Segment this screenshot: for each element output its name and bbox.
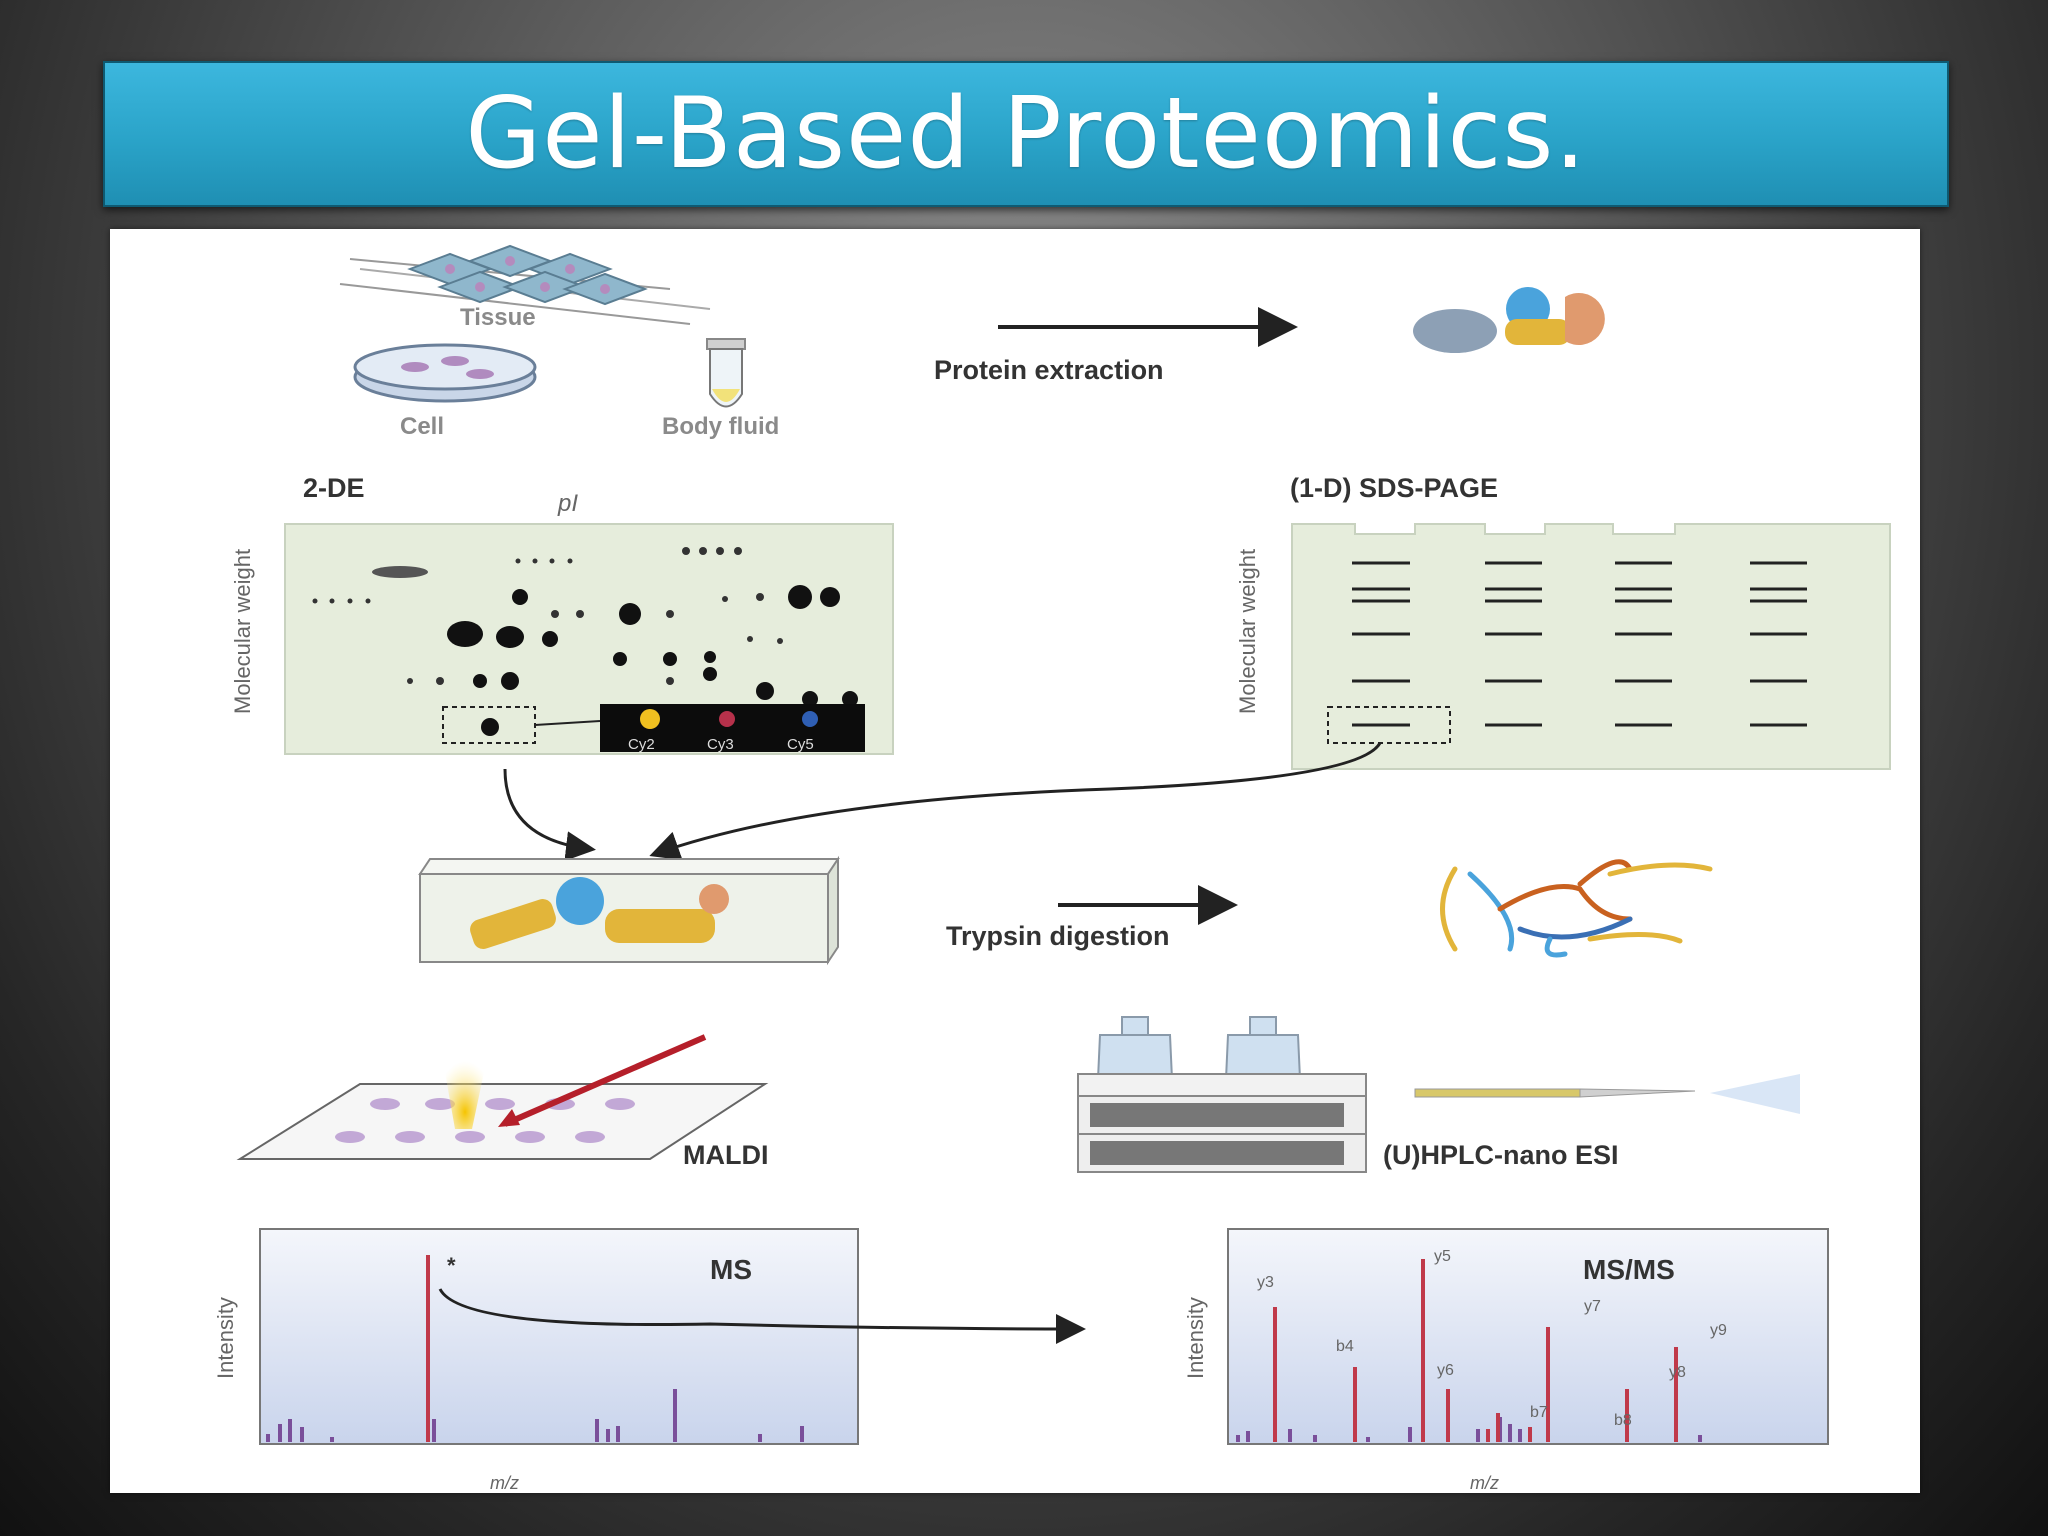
sds-page-title: (1-D) SDS-PAGE xyxy=(1290,473,1498,503)
dye-cy3: Cy3 xyxy=(707,736,734,753)
msms-peak-label-y5: y5 xyxy=(1434,1248,1451,1265)
msms-spectrum xyxy=(1227,1228,1829,1445)
hplc-esi-illustration xyxy=(1077,1016,1800,1173)
tissue-illustration xyxy=(339,244,711,325)
2de-x-label: pI xyxy=(557,490,578,517)
ms-title: MS xyxy=(710,1254,752,1285)
sds-page-gel xyxy=(1291,523,1891,770)
laser-icon xyxy=(503,1034,707,1127)
sds-page-y-label: Molecular weight xyxy=(1235,549,1260,714)
msms-peak-label-y7: y7 xyxy=(1584,1298,1601,1315)
2de-gel xyxy=(284,523,894,755)
2de-y-label: Molecular weight xyxy=(230,549,255,714)
gel-piece-with-proteins xyxy=(418,855,840,966)
slide-title: Gel-Based Proteomics. xyxy=(465,77,1587,191)
ms-y-label: Intensity xyxy=(213,1297,238,1379)
2de-to-gel-piece-arrow xyxy=(503,768,596,862)
cell-dish-illustration xyxy=(353,343,537,403)
msms-title: MS/MS xyxy=(1583,1254,1675,1285)
msms-peak-label-b8: b8 xyxy=(1614,1412,1632,1429)
peptide-fragments-icon xyxy=(1440,859,1713,958)
dye-cy2: Cy2 xyxy=(628,736,655,753)
title-banner: Gel-Based Proteomics. xyxy=(103,61,1949,207)
msms-peak-label-y8: y8 xyxy=(1669,1364,1686,1381)
protein-shapes-icon xyxy=(1413,287,1605,353)
sds-to-gel-piece-arrow xyxy=(649,742,1382,861)
dye-cy5: Cy5 xyxy=(787,736,814,753)
maldi-label: MALDI xyxy=(683,1140,768,1170)
msms-peak-label-y6: y6 xyxy=(1437,1362,1454,1379)
ms-spectrum xyxy=(259,1228,1086,1445)
msms-peak-label-b7: b7 xyxy=(1530,1404,1548,1421)
ms-to-msms-arrow xyxy=(438,1288,1086,1344)
msms-y-label: Intensity xyxy=(1183,1297,1208,1379)
workflow-diagram: Tissue Cell Body fluid Protein extractio… xyxy=(213,244,1891,1493)
ms-x-label: m/z xyxy=(490,1473,519,1493)
body-fluid-label: Body fluid xyxy=(662,413,779,440)
extraction-label: Protein extraction xyxy=(934,355,1164,385)
msms-peak-label-y3: y3 xyxy=(1257,1274,1274,1291)
body-fluid-tube-illustration xyxy=(706,338,746,408)
msms-peak-label-y9: y9 xyxy=(1710,1322,1727,1339)
2de-title: 2-DE xyxy=(303,473,365,503)
ms-peak-marker: * xyxy=(447,1253,456,1278)
esi-label: (U)HPLC-nano ESI xyxy=(1383,1140,1619,1170)
digestion-label: Trypsin digestion xyxy=(946,921,1170,951)
msms-x-label: m/z xyxy=(1470,1473,1499,1493)
msms-peak-label-b4: b4 xyxy=(1336,1338,1354,1355)
maldi-plate-illustration xyxy=(236,1034,769,1160)
proteomics-workflow-figure: Tissue Cell Body fluid Protein extractio… xyxy=(110,229,1920,1493)
cell-label: Cell xyxy=(400,413,444,440)
tissue-label: Tissue xyxy=(460,304,536,331)
